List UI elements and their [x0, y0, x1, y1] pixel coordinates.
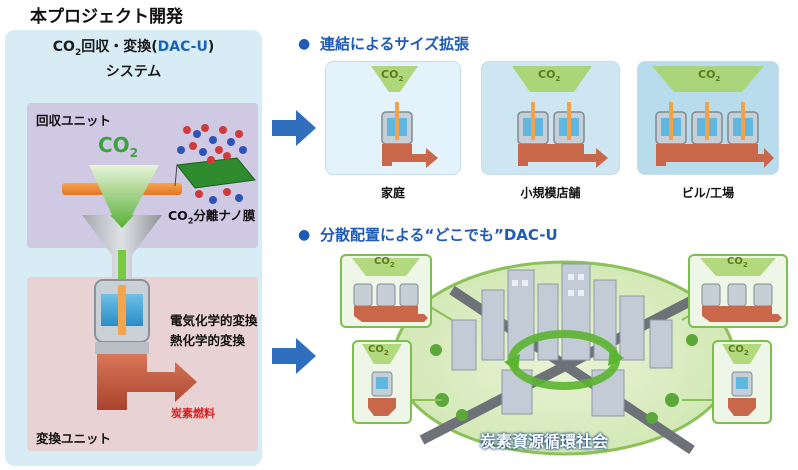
corner-co2-label: CO2	[727, 256, 748, 269]
conversion-unit-label: 変換ユニット	[36, 431, 112, 446]
dac-unit-diagram	[62, 124, 256, 410]
corner-unit-icon	[352, 258, 428, 322]
corner-unit-icon	[700, 258, 782, 322]
section1-title: 連結によるサイズ拡張	[320, 35, 470, 53]
corner-card-top-left	[340, 254, 432, 328]
system-title-line2: システム	[105, 63, 162, 80]
scene-shop-label: 小規模店舗	[520, 186, 581, 200]
corner-unit-icon	[722, 344, 762, 416]
section2-title: 分散配置による“どこでも”DAC-U	[320, 226, 558, 244]
system-title-line1: CO2回収・変換(DAC-U)	[52, 39, 215, 58]
thermochemical-label: 熱化学的変換	[170, 333, 246, 348]
carbon-cycle-society-label: 炭素資源循環社会	[480, 432, 609, 451]
corner-card-top-right	[688, 254, 788, 328]
scene-building-label: ビル/工場	[681, 186, 735, 200]
corner-co2-label: CO2	[728, 344, 749, 357]
reactor-feed	[118, 285, 126, 335]
city-illustration	[392, 260, 736, 456]
corner-card-bottom-right	[712, 340, 772, 424]
co2-flow-arrow	[89, 165, 159, 228]
co2-label: CO2	[98, 133, 139, 160]
fuel-output-arrow	[97, 354, 197, 410]
electrochemical-label: 電気化学的変換	[170, 313, 258, 328]
corner-co2-label: CO2	[374, 256, 395, 269]
section2-bullet: ●	[298, 227, 311, 243]
reactor-base	[95, 342, 149, 354]
scene-home-label: 家庭	[380, 186, 405, 200]
project-title: 本プロジェクト開発	[30, 7, 183, 27]
capture-unit-label: 回収ユニット	[36, 113, 112, 128]
home-unit-icon	[371, 66, 438, 168]
corner-co2-label: CO2	[368, 344, 389, 357]
arrow-right-icon	[272, 338, 316, 374]
carbon-fuel-label: 炭素燃料	[171, 407, 215, 420]
corner-card-bottom-left	[352, 340, 412, 424]
home-co2-label: CO2	[381, 68, 404, 84]
membrane-label: CO2分離ナノ膜	[168, 208, 256, 226]
arrow-right-icon	[272, 110, 316, 146]
section1-bullet: ●	[298, 36, 311, 52]
building-co2-label: CO2	[698, 68, 721, 84]
shop-unit-icon	[512, 66, 608, 168]
co2-molecules	[177, 124, 247, 204]
corner-unit-icon	[362, 344, 402, 416]
system-title: CO2回収・変換(DAC-U) システム	[5, 38, 262, 82]
building-unit-icon	[652, 66, 774, 168]
shop-co2-label: CO2	[538, 68, 561, 84]
nano-membrane-sheet	[176, 157, 256, 189]
